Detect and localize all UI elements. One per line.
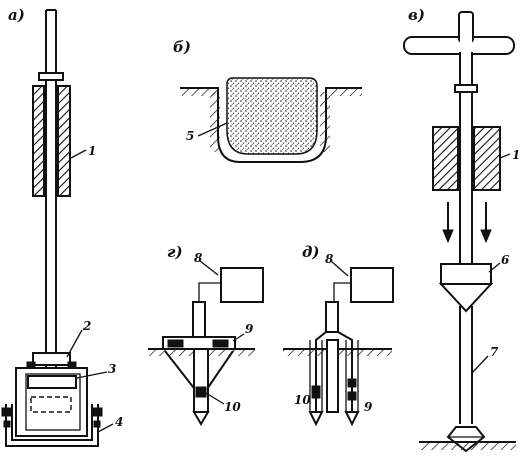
rod-collar [38,72,64,81]
panel-g: г) 8 9 10 [148,243,264,426]
label-1-v: 1 [512,148,520,162]
label-5: 5 [186,129,194,143]
drop-arrows [442,202,492,244]
label-9-g: 9 [245,322,254,336]
instrument-box-g [220,267,264,303]
label-10-d: 10 [294,393,311,407]
label-2: 2 [82,319,91,333]
label-8-g: 8 [194,251,203,265]
label-6: 6 [501,253,510,267]
panel-label-a: a) [8,6,25,24]
panel-label-b: б) [173,38,191,56]
label-4: 4 [115,415,123,429]
label-1-a: 1 [88,144,96,158]
panel-b: б) 5 [173,38,362,163]
panel-a: a) [1,6,123,447]
soil-sample-5 [226,77,318,155]
rod-stop-v [454,84,478,93]
compaction-mold [1,352,103,447]
leaders-a [66,149,114,433]
anvil-cone-6 [438,263,494,313]
label-9-d: 9 [364,400,373,414]
panel-v: в) [403,6,520,453]
rod-7 [459,306,473,424]
panel-label-v: в) [408,6,425,24]
panel-label-d: д) [302,243,320,261]
label-7: 7 [490,345,499,359]
drop-weight-v [432,126,501,191]
panel-d: д) 8 10 9 [283,243,394,427]
drop-weight-a [32,85,71,197]
rod-a [45,9,57,370]
panel-label-g: г) [167,243,183,261]
label-8-d: 8 [325,252,334,266]
label-10-g: 10 [224,400,241,414]
label-3: 3 [108,362,116,376]
instrument-box-d [350,267,394,303]
